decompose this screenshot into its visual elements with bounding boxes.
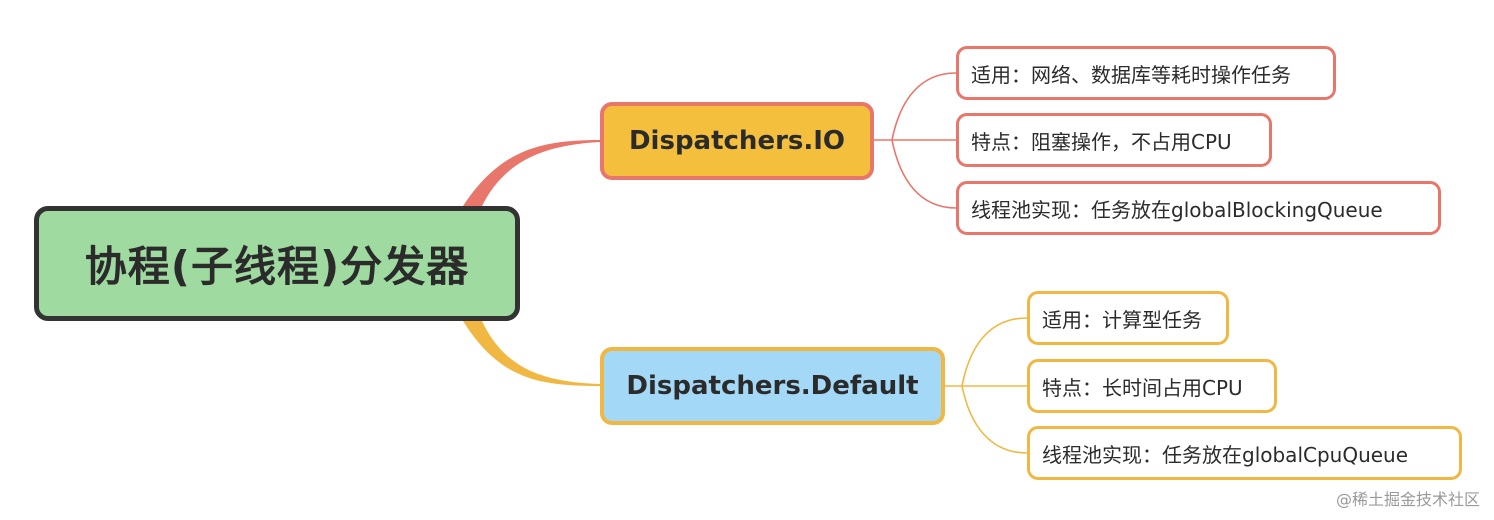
- default-leaf-connector-3: [961, 385, 1028, 454]
- default-leaf-threadpool: 线程池实现：任务放在globalCpuQueue: [1027, 426, 1462, 480]
- io-leaf-feature: 特点：阻塞操作，不占用CPU: [956, 113, 1272, 167]
- watermark: @稀土掘金技术社区: [1335, 490, 1480, 509]
- default-leaf-connectors: [945, 317, 1028, 454]
- root-to-default-connector: [463, 321, 600, 386]
- io-leaf-connectors: [874, 72, 957, 209]
- branch-dispatchers-io: Dispatchers.IO: [600, 102, 874, 180]
- io-leaf-connector-3: [891, 139, 957, 209]
- root-to-io-connector: [463, 140, 600, 206]
- io-leaf-threadpool: 线程池实现：任务放在globalBlockingQueue: [956, 181, 1441, 235]
- root-node: 协程(子线程)分发器: [34, 206, 520, 321]
- io-leaf-connector-1: [874, 72, 957, 141]
- default-leaf-connector-1: [945, 317, 1028, 387]
- io-leaf-usage: 适用：网络、数据库等耗时操作任务: [956, 46, 1336, 100]
- default-leaf-usage: 适用：计算型任务: [1027, 291, 1229, 345]
- branch-dispatchers-default: Dispatchers.Default: [600, 347, 945, 425]
- default-leaf-feature: 特点：长时间占用CPU: [1027, 359, 1277, 413]
